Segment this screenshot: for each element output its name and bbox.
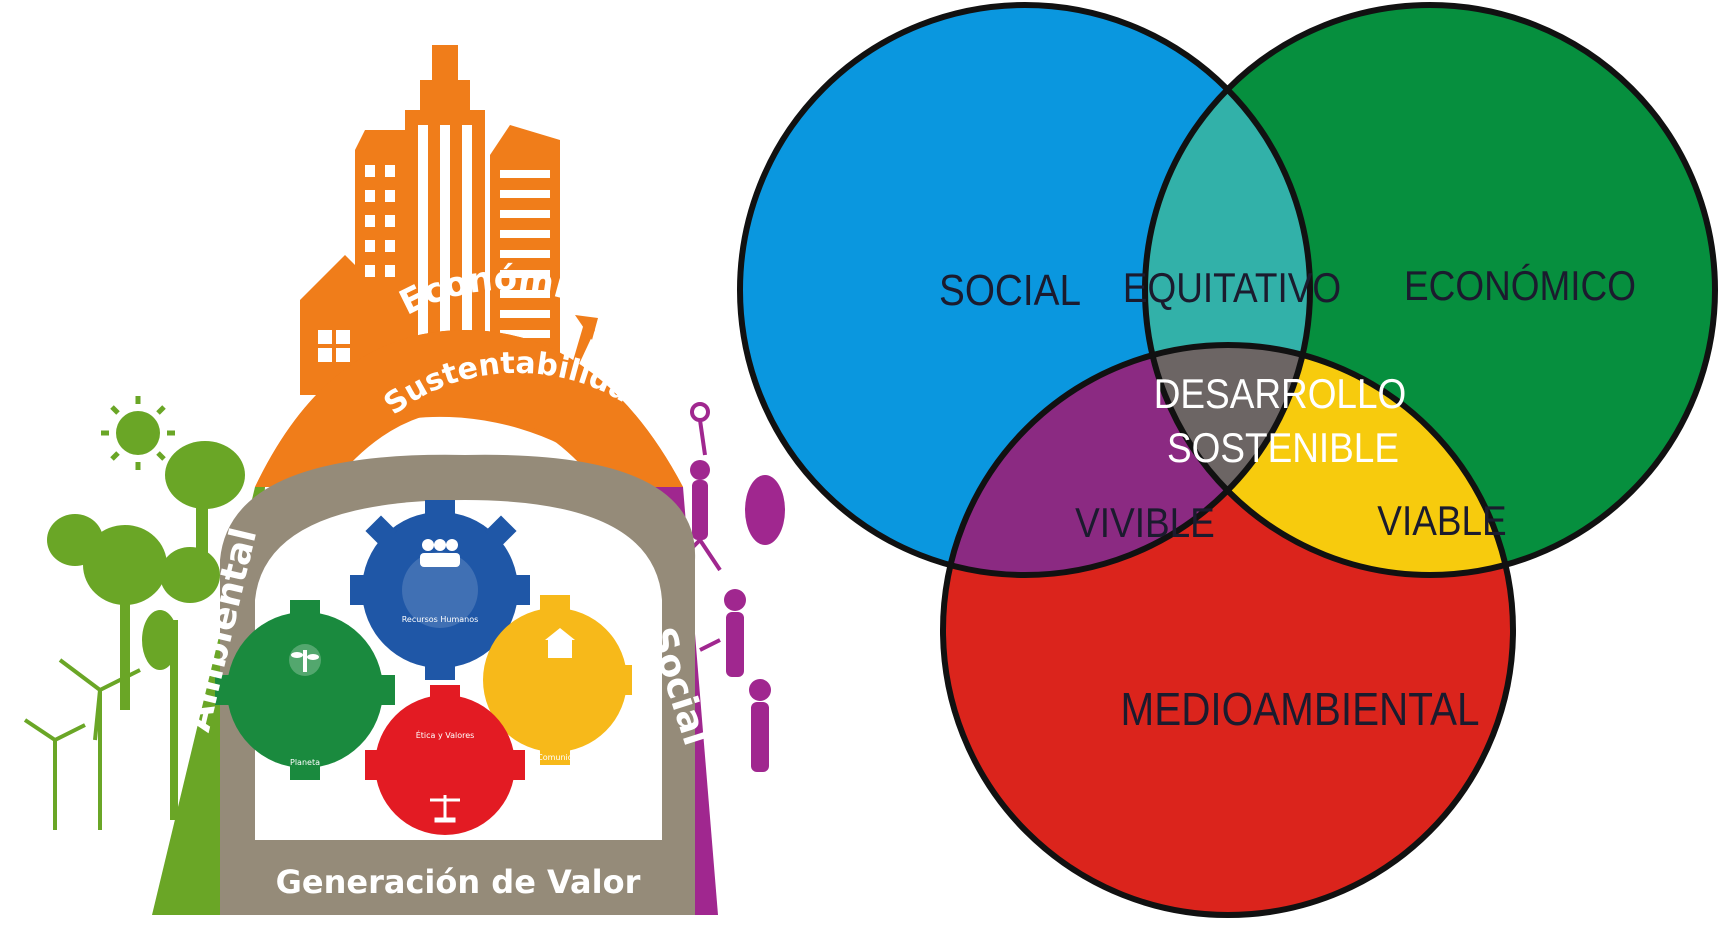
gear-center-label: Ética y Valores bbox=[416, 729, 475, 740]
people-group-icon bbox=[420, 539, 460, 567]
environment-illustration bbox=[23, 396, 245, 830]
venn-medioambiental-label: MEDIOAMBIENTAL bbox=[1121, 685, 1480, 736]
venn-viable-label: VIABLE bbox=[1377, 498, 1506, 545]
gear-top-label: Recursos Humanos bbox=[402, 615, 479, 624]
sustainability-arch-diagram: Recursos Humanos Planeta bbox=[23, 45, 785, 915]
gear-blue: Recursos Humanos bbox=[350, 500, 530, 680]
venn-vivible-label: VIVIBLE bbox=[1075, 500, 1215, 547]
plant-icon bbox=[289, 644, 321, 676]
gear-red: Ética y Valores bbox=[365, 685, 525, 835]
gear-right-label: Comunidad bbox=[537, 753, 583, 762]
community-icon bbox=[545, 628, 575, 658]
sun-icon bbox=[116, 411, 160, 455]
venn-viable-region bbox=[1145, 345, 1513, 575]
gear-left-label: Planeta bbox=[290, 758, 320, 767]
scales-icon bbox=[430, 795, 460, 823]
venn-social-label: SOCIAL bbox=[939, 265, 1081, 315]
venn-equitativo-label: EQUITATIVO bbox=[1123, 265, 1341, 312]
wind-turbine-icon bbox=[23, 658, 141, 830]
person-icon bbox=[749, 679, 771, 772]
people-illustration bbox=[678, 402, 785, 772]
person-icon bbox=[724, 589, 746, 677]
balloon-icon bbox=[745, 475, 785, 545]
tree-icon bbox=[47, 441, 245, 710]
venn-desarrollo-label: DESARROLLO bbox=[1154, 371, 1407, 418]
venn-diagram: SOCIAL EQUITATIVO ECONÓMICO DESARROLLO S… bbox=[737, 2, 1718, 918]
venn-economico-label: ECONÓMICO bbox=[1404, 263, 1636, 310]
venn-vivible-region bbox=[943, 345, 1310, 575]
venn-sostenible-label: SOSTENIBLE bbox=[1167, 425, 1399, 472]
base-generacion-label: Generación de Valor bbox=[276, 863, 641, 901]
person-icon bbox=[690, 460, 710, 540]
gear-yellow: Comunidad bbox=[483, 595, 632, 765]
generacion-band bbox=[222, 840, 695, 915]
gear-green: Planeta bbox=[215, 600, 395, 780]
